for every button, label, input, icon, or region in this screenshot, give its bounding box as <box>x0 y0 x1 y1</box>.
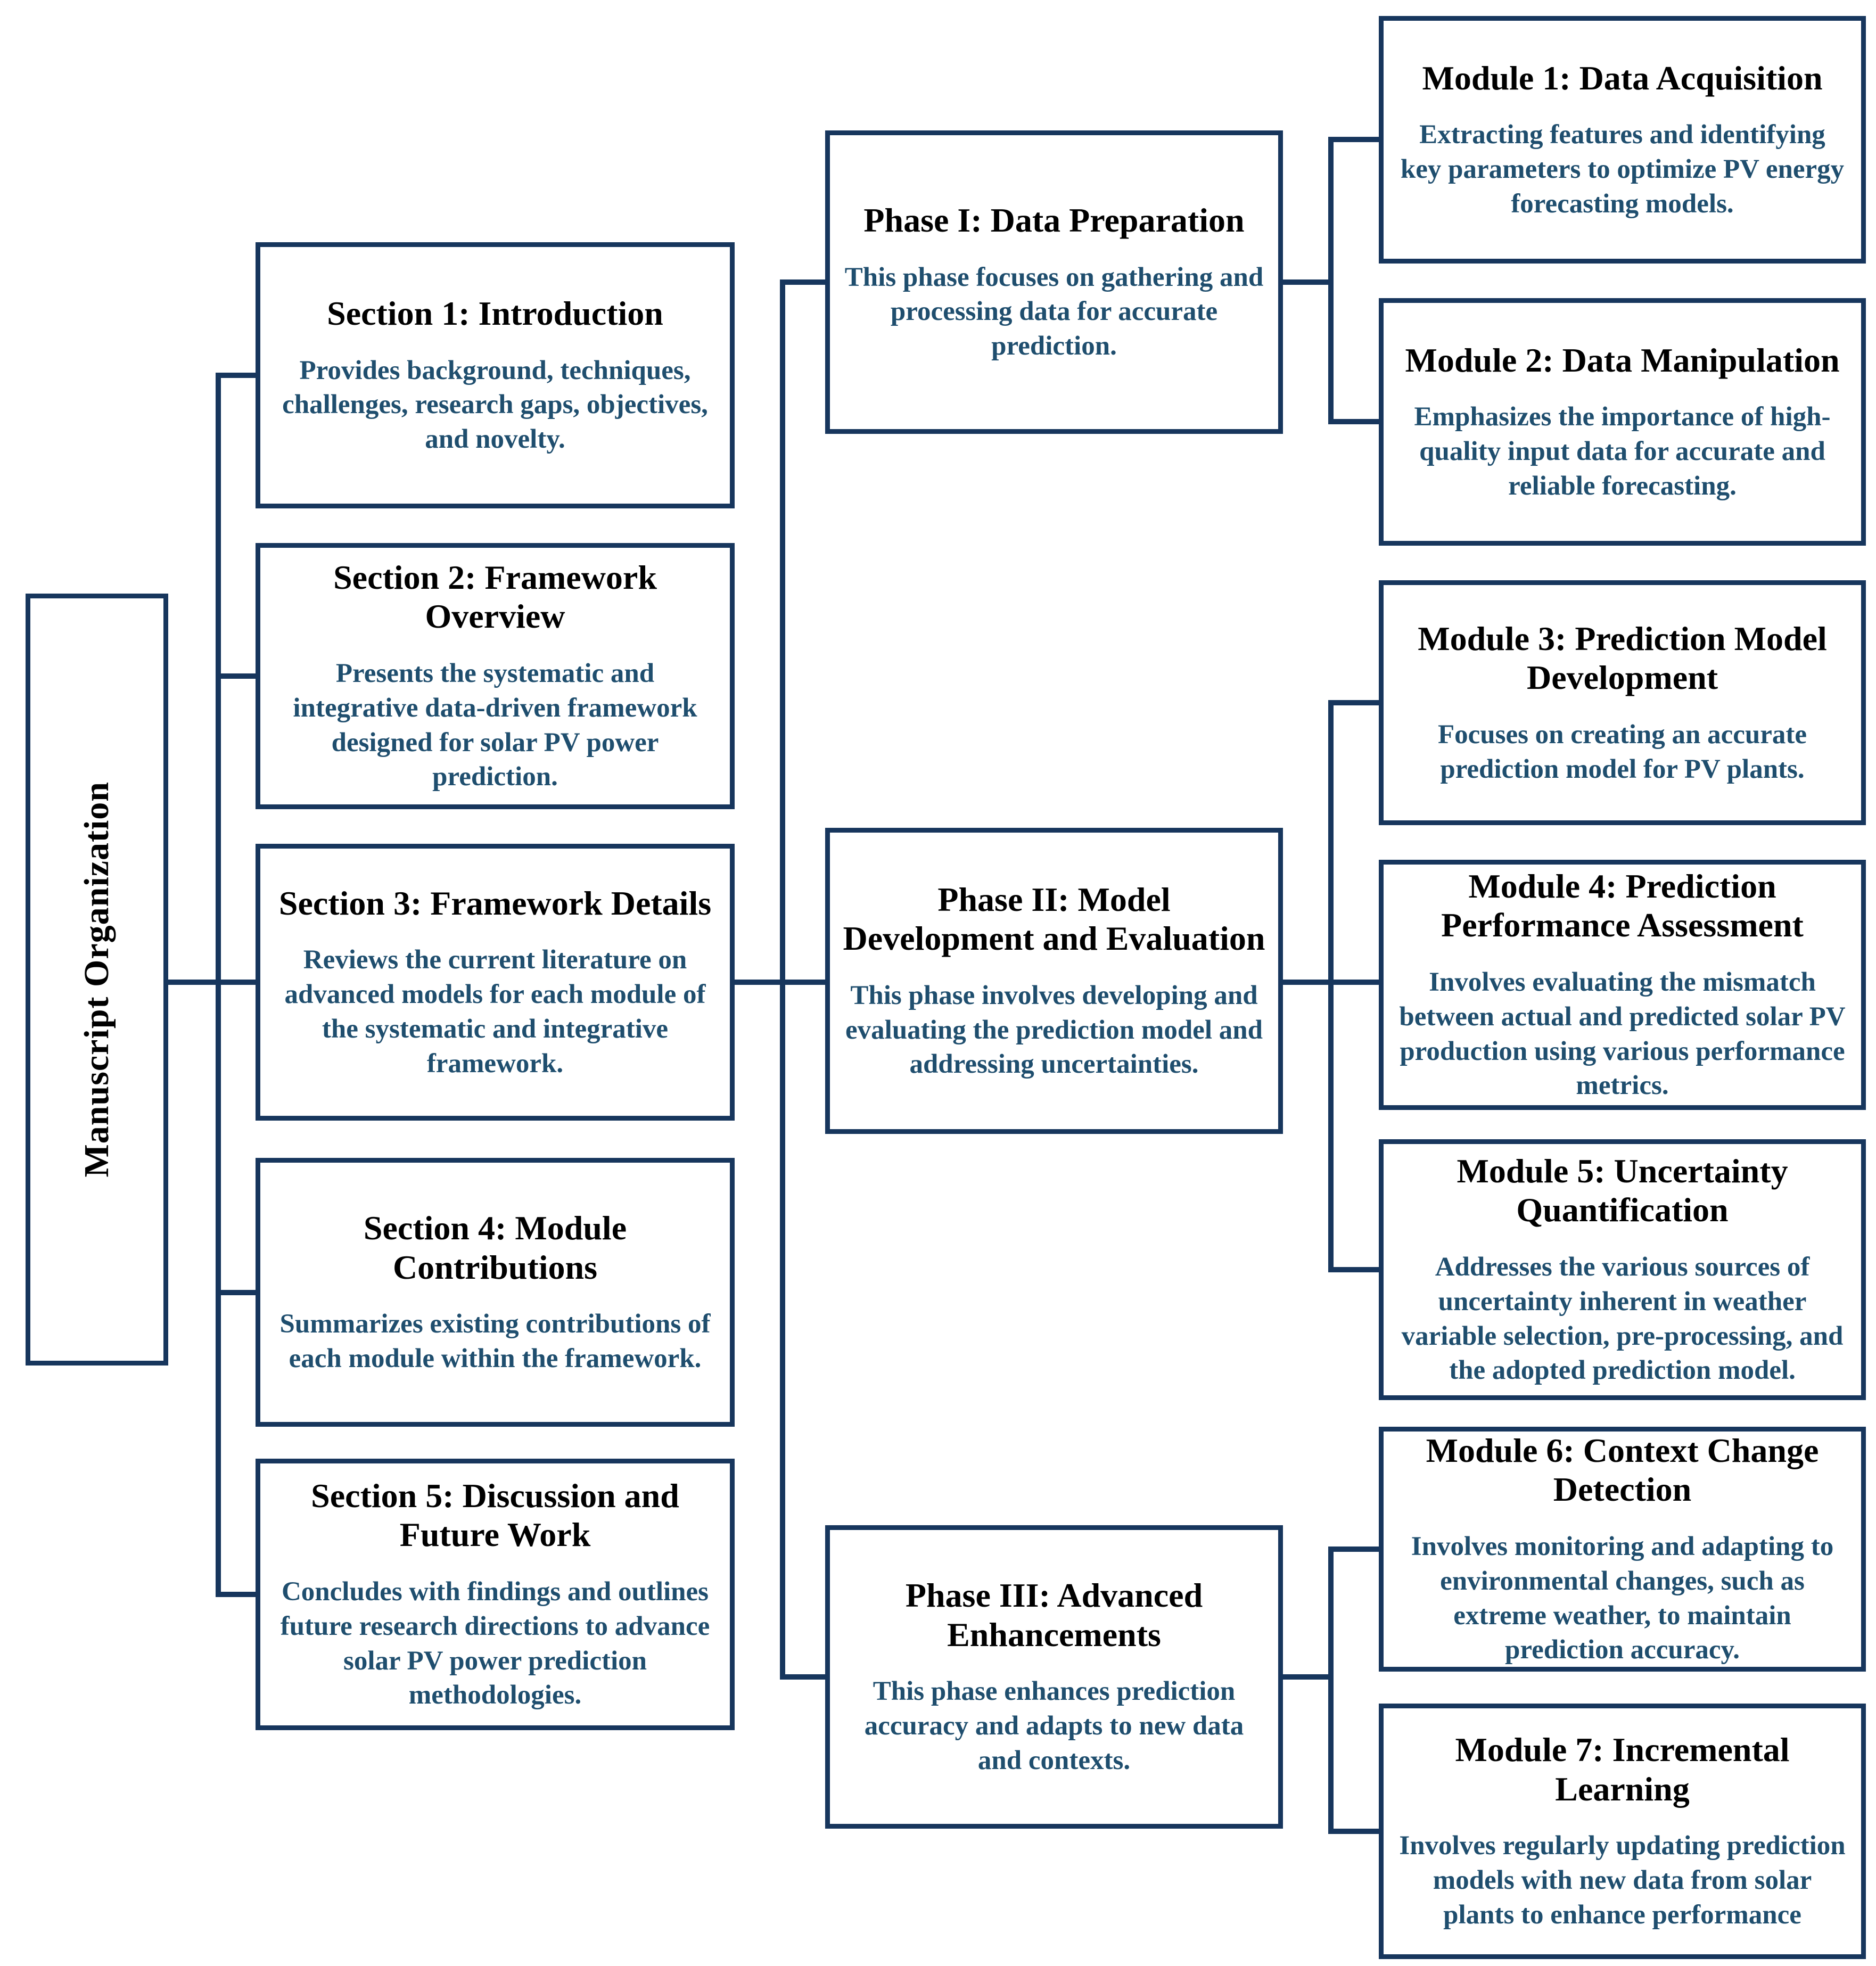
section-1-title: Section 1: Introduction <box>327 294 663 333</box>
phase-1-title: Phase I: Data Preparation <box>863 201 1245 240</box>
connector-branch-section5 <box>216 1592 256 1597</box>
connector-branch-section2 <box>216 673 256 679</box>
module-6-body: Involves monitoring and adapting to envi… <box>1411 1532 1834 1665</box>
module-7-body: Involves regularly updating prediction m… <box>1399 1831 1846 1930</box>
connector-root-to-section3 <box>168 980 256 985</box>
module-6-title: Module 6: Context Change Detection <box>1426 1431 1819 1509</box>
module-3-body: Focuses on creating an accurate predicti… <box>1437 719 1807 784</box>
connector-branch-module1 <box>1328 137 1379 142</box>
section-4-box: Section 4: Module Contributions Summariz… <box>256 1158 735 1427</box>
connector-branch-module2 <box>1328 419 1379 424</box>
module-1-box: Module 1: Data Acquisition Extracting fe… <box>1379 16 1866 264</box>
module-2-body: Emphasizes the importance of high-qualit… <box>1414 402 1831 501</box>
module-3-title: Module 3: Prediction Model Development <box>1418 619 1827 697</box>
section-3-body: Reviews the current literature on advanc… <box>284 945 706 1079</box>
module-1-title: Module 1: Data Acquisition <box>1422 59 1823 97</box>
module-2-title: Module 2: Data Manipulation <box>1405 341 1840 379</box>
phase-2-box: Phase II: Model Development and Evaluati… <box>825 828 1283 1134</box>
connector-module-trunk-2 <box>1328 700 1334 1272</box>
phase-3-body: This phase enhances prediction accuracy … <box>864 1676 1244 1775</box>
phase-3-title: Phase III: Advanced Enhancements <box>905 1576 1203 1654</box>
section-2-title: Section 2: Framework Overview <box>333 558 657 636</box>
module-5-body: Addresses the various sources of uncerta… <box>1401 1252 1844 1386</box>
module-6-box: Module 6: Context Change Detection Invol… <box>1379 1427 1866 1672</box>
connector-section-trunk <box>216 373 221 1597</box>
connector-branch-section1 <box>216 373 256 378</box>
section-2-box: Section 2: Framework Overview Presents t… <box>256 543 735 809</box>
phase-2-title: Phase II: Model Development and Evaluati… <box>843 880 1265 958</box>
module-4-body: Involves evaluating the mismatch between… <box>1399 967 1846 1101</box>
module-2-box: Module 2: Data Manipulation Emphasizes t… <box>1379 298 1866 546</box>
section-2-body: Presents the systematic and integrative … <box>293 659 697 792</box>
module-3-box: Module 3: Prediction Model Development F… <box>1379 580 1866 825</box>
connector-branch-module5 <box>1328 1267 1379 1272</box>
connector-branch-module6 <box>1328 1547 1379 1552</box>
module-5-title: Module 5: Uncertainty Quantification <box>1457 1151 1788 1229</box>
connector-branch-phase3 <box>780 1674 825 1680</box>
module-4-box: Module 4: Prediction Performance Assessm… <box>1379 860 1866 1110</box>
phase-1-box: Phase I: Data Preparation This phase foc… <box>825 130 1283 434</box>
section-1-body: Provides background, techniques, challen… <box>282 355 708 455</box>
connector-phase-trunk <box>780 279 785 1680</box>
module-7-box: Module 7: Incremental Learning Involves … <box>1379 1704 1866 1959</box>
module-5-box: Module 5: Uncertainty Quantification Add… <box>1379 1139 1866 1400</box>
section-5-title: Section 5: Discussion and Future Work <box>311 1476 679 1554</box>
module-7-title: Module 7: Incremental Learning <box>1455 1731 1790 1808</box>
connector-module-trunk-3 <box>1328 1547 1334 1834</box>
section-4-title: Section 4: Module Contributions <box>363 1209 627 1286</box>
phase-3-box: Phase III: Advanced Enhancements This ph… <box>825 1525 1283 1829</box>
section-3-title: Section 3: Framework Details <box>278 884 712 922</box>
connector-branch-module3 <box>1328 700 1379 705</box>
connector-branch-phase1 <box>780 279 825 285</box>
connector-phase1-to-trunk <box>1283 279 1334 285</box>
module-4-title: Module 4: Prediction Performance Assessm… <box>1441 867 1804 944</box>
section-3-box: Section 3: Framework Details Reviews the… <box>256 844 735 1121</box>
connector-branch-section4 <box>216 1290 256 1295</box>
manuscript-organization-title: Manuscript Organization <box>77 782 116 1178</box>
manuscript-organization-box: Manuscript Organization <box>26 594 168 1365</box>
phase-2-body: This phase involves developing and evalu… <box>845 980 1263 1080</box>
section-1-box: Section 1: Introduction Provides backgro… <box>256 242 735 508</box>
connector-branch-module7 <box>1328 1829 1379 1834</box>
section-5-box: Section 5: Discussion and Future Work Co… <box>256 1459 735 1730</box>
section-5-body: Concludes with findings and outlines fut… <box>280 1577 710 1710</box>
phase-1-body: This phase focuses on gathering and proc… <box>844 262 1264 361</box>
module-1-body: Extracting features and identifying key … <box>1400 120 1845 219</box>
connector-module-trunk-1 <box>1328 137 1334 424</box>
connector-phase3-to-trunk <box>1283 1674 1334 1680</box>
section-4-body: Summarizes existing contributions of eac… <box>279 1309 711 1374</box>
